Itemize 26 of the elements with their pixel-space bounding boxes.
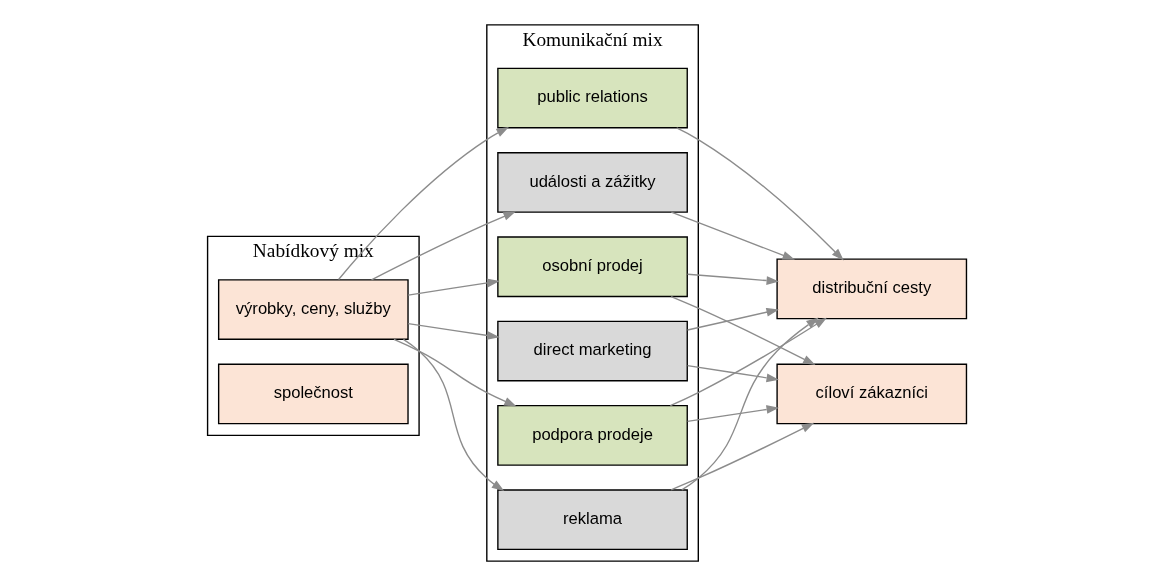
node-box: public relations xyxy=(496,67,688,129)
arrow xyxy=(686,364,779,383)
arrow xyxy=(337,127,509,281)
arrow xyxy=(686,273,779,285)
node-box: reklama xyxy=(496,489,688,551)
node-box: distribuční cesty xyxy=(775,258,967,320)
node-box: výrobky, ceny, služby xyxy=(217,279,409,340)
arrow xyxy=(686,405,779,422)
arrow xyxy=(669,317,827,407)
arrow xyxy=(670,211,795,260)
arrow xyxy=(680,317,819,491)
arrow xyxy=(675,127,844,261)
arrow xyxy=(686,307,779,331)
node-box: direct marketing xyxy=(496,320,688,382)
arrow xyxy=(402,338,504,492)
node-box: společnost xyxy=(217,363,409,425)
arrow xyxy=(407,278,500,296)
arrow xyxy=(669,422,814,491)
node-box: osobní prodej xyxy=(496,236,688,298)
node-box: podpora prodeje xyxy=(496,404,688,466)
arrow xyxy=(670,295,815,366)
node-box: cíloví zákazníci xyxy=(775,363,967,425)
arrow xyxy=(392,338,517,407)
arrow xyxy=(407,322,500,340)
node-box: události a zážitky xyxy=(496,152,688,213)
arrow xyxy=(370,211,516,281)
